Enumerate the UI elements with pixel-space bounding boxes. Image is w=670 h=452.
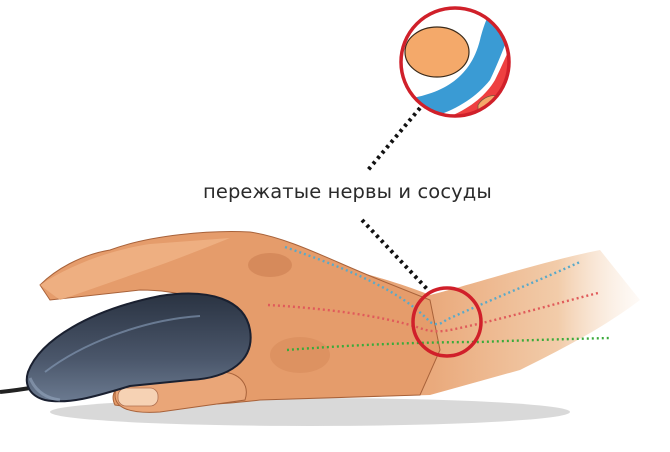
nerve-blue [401, 8, 509, 116]
magnified-cross-section [399, 6, 511, 118]
anatomy-lines [267, 245, 611, 352]
bone-large [404, 26, 470, 78]
green-dotted-line [286, 336, 611, 352]
blue-dotted-line [284, 245, 581, 326]
connector-line [360, 106, 430, 292]
wrist-highlight-ring [411, 286, 483, 358]
computer-mouse [25, 292, 252, 403]
red-dotted-line [267, 291, 599, 333]
caption-text: пережатые нервы и сосуды [203, 180, 492, 203]
